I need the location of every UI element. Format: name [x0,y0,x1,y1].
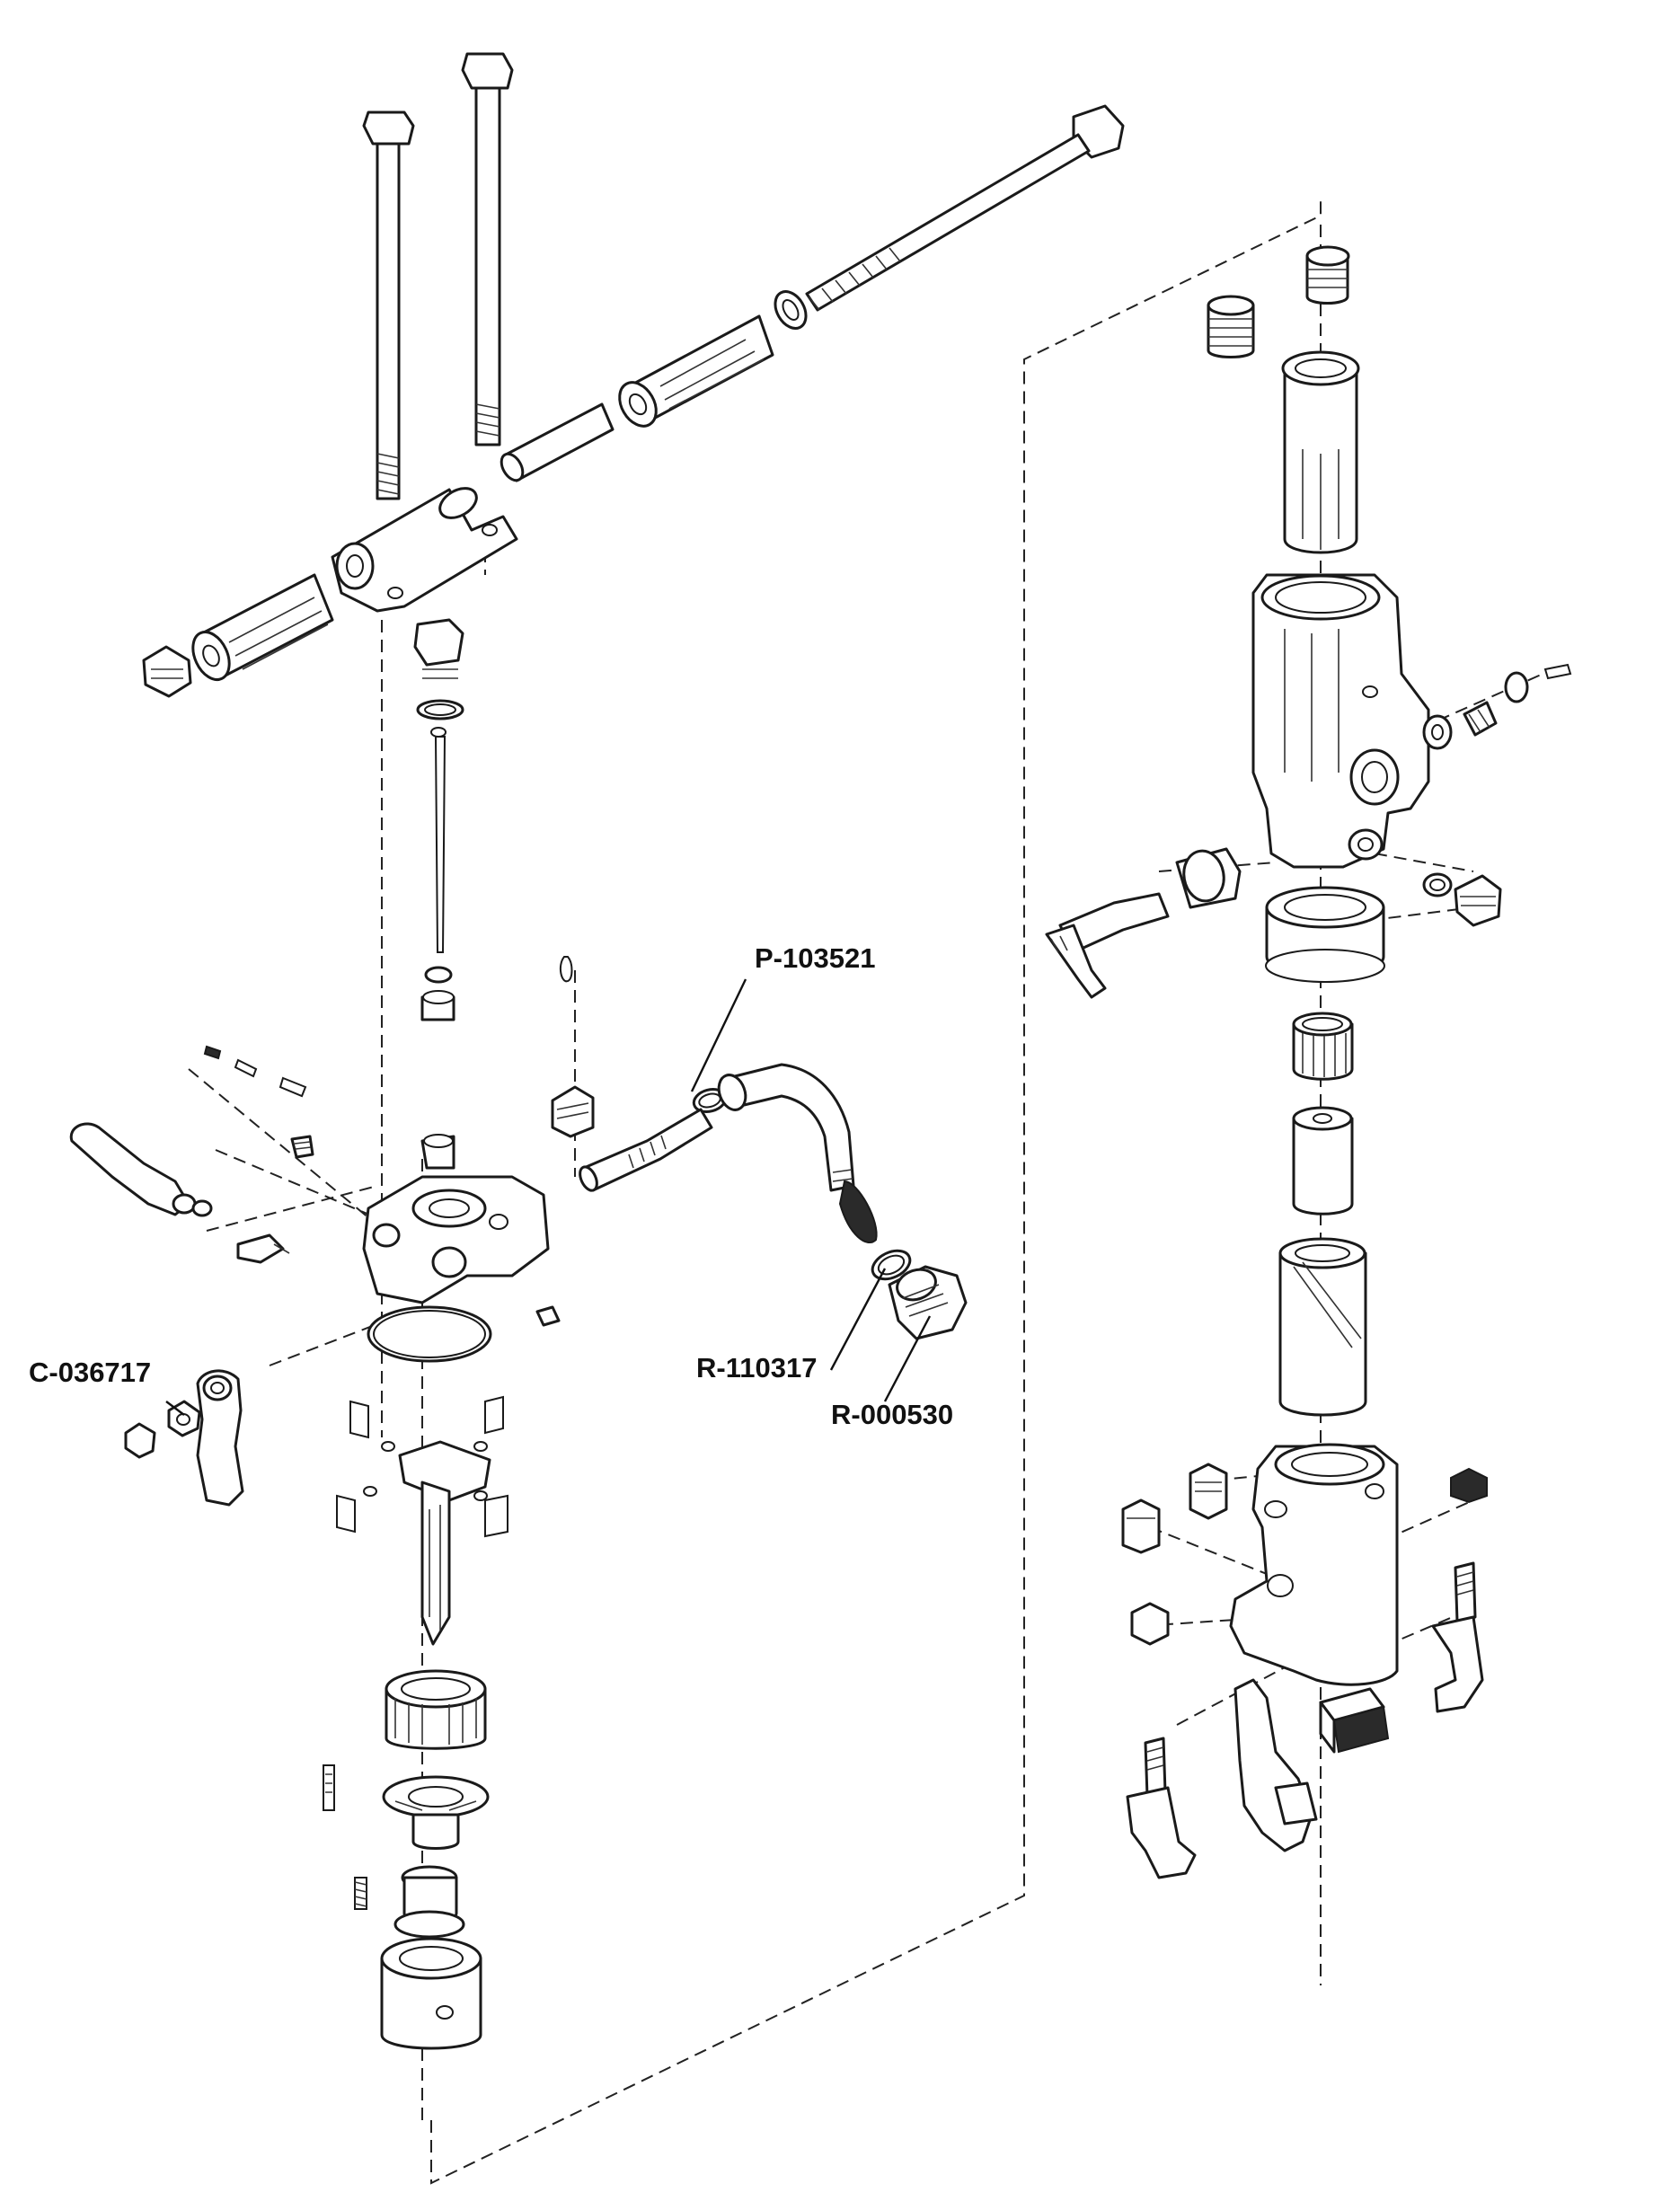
washer-nut-c036717 [124,1400,201,1459]
pins-left [203,1045,314,1159]
bolt-left [362,110,415,500]
bolt-right [461,52,514,446]
ratchet-ring [385,1669,487,1750]
retainer-latch [1233,1678,1318,1852]
throttle-lever-arm [69,1122,213,1217]
latch-bolt-right [1431,1561,1484,1713]
studs-front-head [1121,1463,1488,1646]
o-ring-large [367,1305,492,1363]
small-fitting [551,1085,595,1138]
nut-left [142,645,192,698]
side-valve-parts [1422,663,1572,750]
rifle-nut [382,1775,490,1850]
inlet-screen [838,1180,878,1244]
spring-small [354,1877,367,1910]
bushing-top-pair [1207,245,1350,358]
grip-sleeve-left [191,573,334,681]
valve-seat [393,1865,465,1939]
needle-bearing [1292,1012,1354,1081]
plug-top [413,618,464,720]
inlet-stem [579,1108,713,1192]
throttle-valve-left [1045,847,1242,999]
main-cylinder-body [1251,573,1430,869]
inlet-bushing-r000530 [888,1265,968,1340]
piston-short [1292,1106,1354,1216]
valve-spool [336,1395,508,1646]
spacer-tube [500,402,615,482]
stud-left [236,1233,290,1264]
upper-liner-sleeve [1281,350,1360,554]
front-head [1229,1443,1399,1686]
grip-sleeve-right [618,314,774,428]
latch-pin-block [1319,1687,1390,1754]
tie-rod [805,104,1125,312]
latch-bolt-left [1126,1737,1197,1879]
pawl-pin-left [323,1764,335,1811]
callout-r110317: R-110317 [696,1352,817,1383]
valve-housing [362,1134,550,1304]
piston-long-sleeve [1278,1237,1367,1417]
side-plug-and-washer [1422,872,1502,927]
handle-bracket [331,487,518,613]
lower-bushing-cap [1265,886,1385,983]
valve-rod [420,727,455,1021]
callout-leaders [165,978,932,1416]
small-stud-right [535,1305,561,1327]
washer-top [774,290,808,330]
o-ring-p103521 [692,1088,728,1113]
cotter-pin [559,956,573,983]
lever-arm-c036717 [196,1369,244,1507]
callout-c036717: C-036717 [29,1357,151,1388]
callout-r000530: R-000530 [831,1399,953,1430]
callout-p103521: P-103521 [755,942,875,974]
inlet-elbow-hose [717,1063,855,1192]
chuck-housing [380,1937,482,2050]
